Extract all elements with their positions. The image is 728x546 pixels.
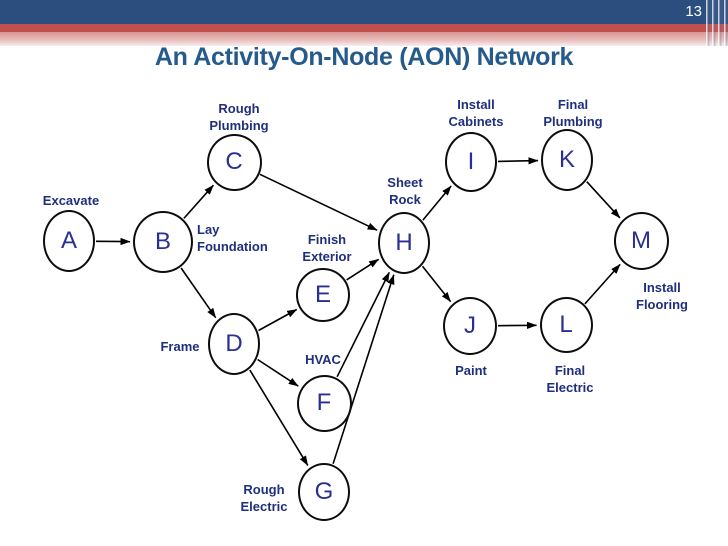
node-K: K (541, 129, 593, 191)
edge-D-F (257, 358, 299, 387)
activity-label-D: Frame (160, 339, 200, 354)
edge-L-M (584, 263, 621, 305)
node-M: M (613, 212, 669, 270)
node-letter-F: F (316, 389, 332, 416)
node-B: B (133, 211, 193, 273)
node-D: D (208, 313, 260, 375)
header-corner-decoration (706, 0, 728, 46)
slide-title: An Activity-On-Node (AON) Network (154, 43, 574, 71)
node-letter-A: A (60, 227, 77, 254)
node-F: F (296, 374, 352, 432)
node-letter-I: I (467, 148, 475, 175)
node-J: J (443, 297, 497, 355)
node-letter-C: C (225, 148, 243, 175)
node-letter-L: L (559, 311, 573, 338)
edge-D-G (249, 369, 309, 466)
page-number: 13 (685, 3, 702, 20)
activity-label-J: Paint (455, 363, 487, 378)
node-I: I (445, 132, 497, 192)
node-C: C (206, 133, 262, 191)
node-E: E (296, 268, 350, 322)
node-H: H (378, 212, 430, 274)
edge-H-J (421, 265, 452, 303)
edge-B-C (183, 184, 214, 219)
activity-label-A: Excavate (42, 193, 100, 208)
node-L: L (539, 297, 593, 353)
node-letter-E: E (314, 281, 331, 308)
node-letter-K: K (558, 146, 575, 173)
node-letter-G: G (314, 478, 334, 505)
node-letter-J: J (464, 312, 476, 339)
edge-E-H (346, 258, 380, 281)
node-G: G (298, 463, 350, 521)
header-bar (0, 0, 728, 24)
edge-I-K (497, 157, 539, 165)
edge-C-H (259, 173, 378, 231)
node-letter-D: D (225, 330, 243, 357)
activity-label-F: HVAC (305, 352, 341, 367)
node-letter-M: M (631, 227, 651, 254)
edge-H-I (422, 185, 452, 221)
node-letter-H: H (395, 229, 413, 256)
edge-G-H (332, 274, 395, 464)
edge-D-E (258, 308, 298, 332)
node-A: A (43, 210, 95, 272)
node-letter-B: B (154, 228, 171, 255)
header-stripe-pink (0, 32, 728, 46)
edge-F-H (336, 271, 391, 378)
edge-K-M (586, 181, 621, 219)
edge-B-D (180, 267, 217, 319)
header-stripe-red (0, 24, 728, 32)
